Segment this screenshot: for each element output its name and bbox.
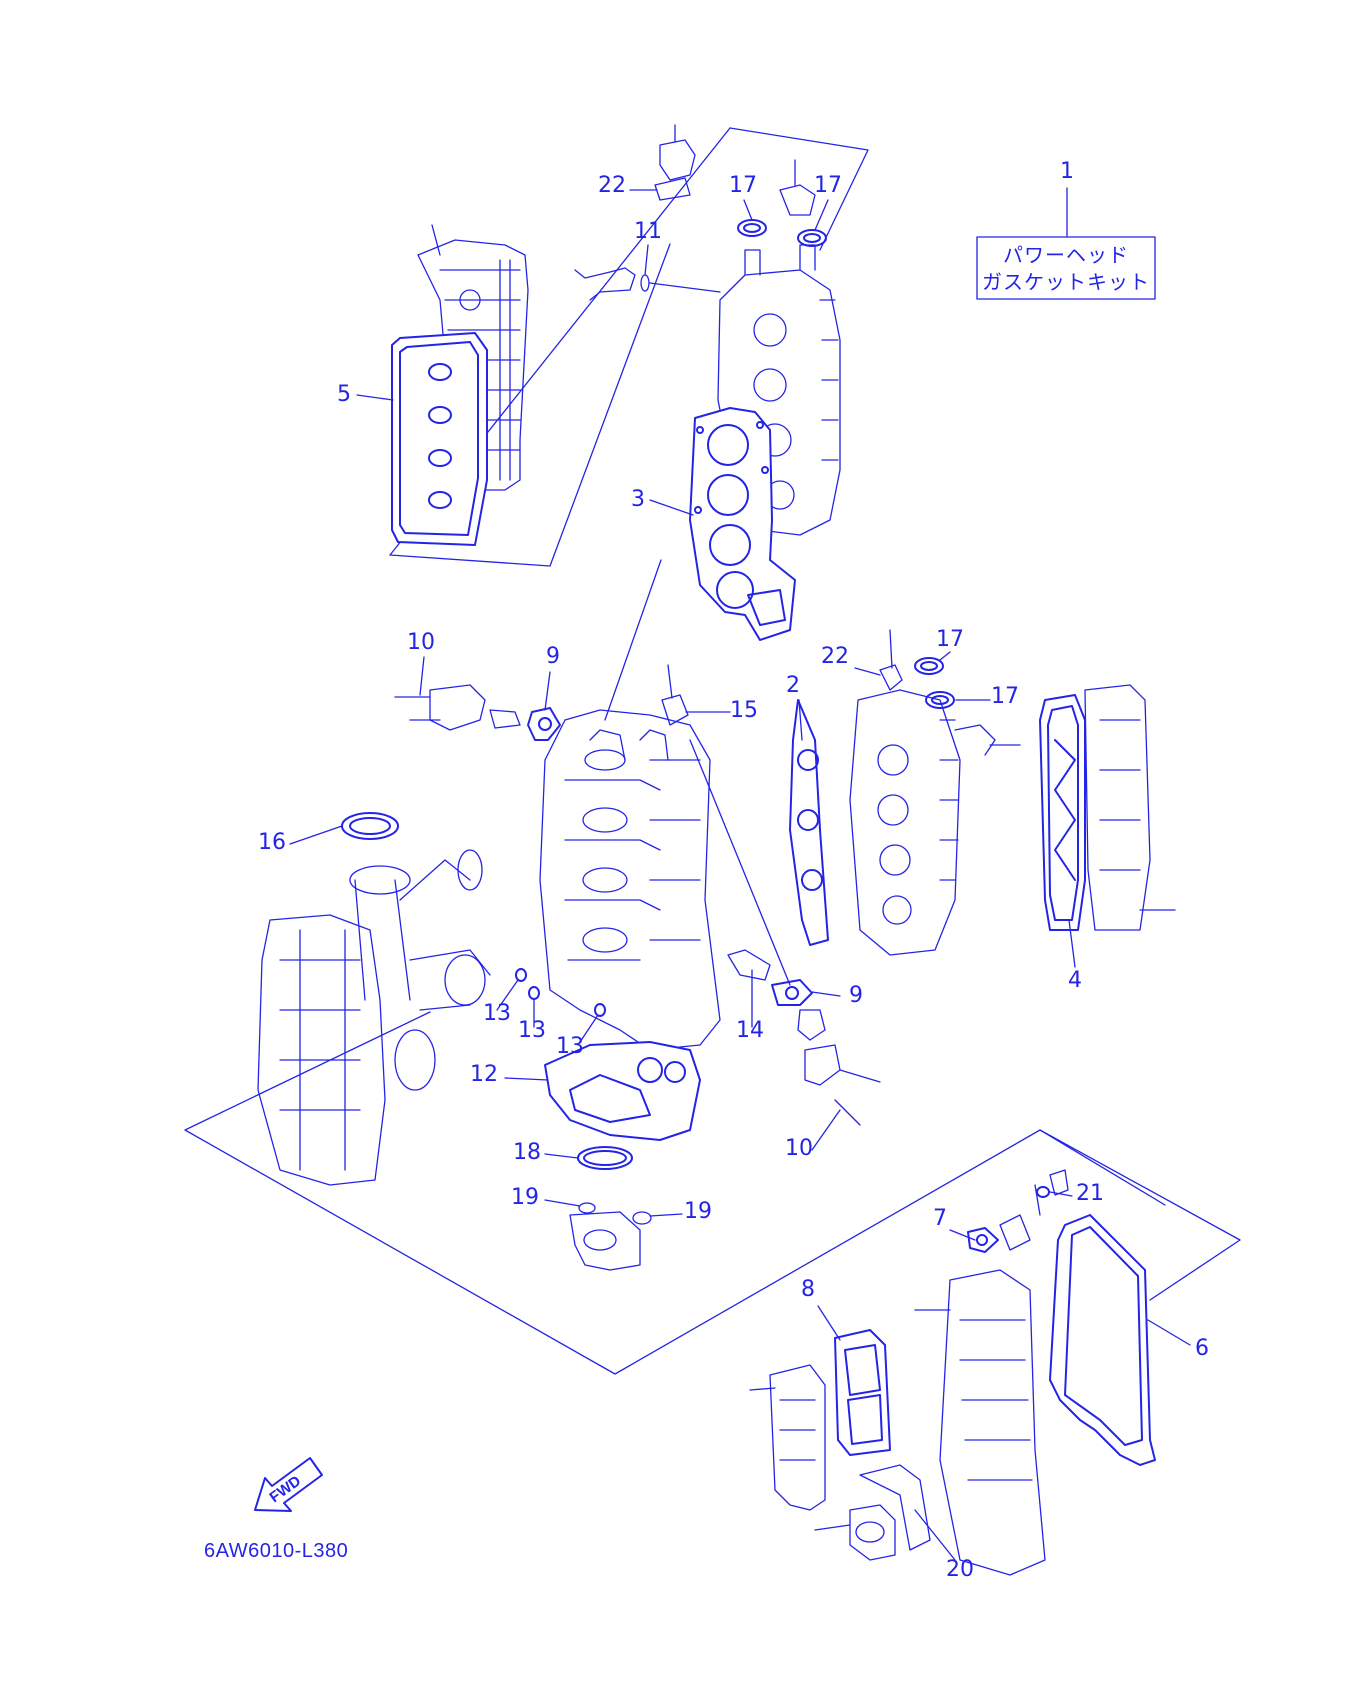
callout-c18: 18 — [513, 1140, 541, 1165]
callout-c17b: 17 — [814, 173, 842, 198]
callout-c2: 2 — [786, 673, 800, 698]
cover-right — [1084, 684, 1176, 931]
callout-c17a: 17 — [729, 173, 757, 198]
head-gasket-3 — [689, 407, 796, 641]
cylinder-head-middle-right — [849, 689, 1021, 956]
callout-c20: 20 — [946, 1557, 974, 1582]
bracket-15 — [661, 664, 689, 726]
callout-c8: 8 — [801, 1277, 815, 1302]
seal-16 — [341, 812, 399, 840]
callout-c21: 21 — [1076, 1181, 1104, 1206]
callout-c9a: 9 — [546, 644, 560, 669]
title-box: パワーヘッド ガスケットキット — [976, 236, 1156, 300]
callout-c22a: 22 — [598, 173, 626, 198]
callout-c16: 16 — [258, 830, 286, 855]
callout-c1: 1 — [1060, 159, 1074, 184]
callout-c3: 3 — [631, 487, 645, 512]
o-ring-21 — [1036, 1186, 1050, 1198]
thermostat-10-right — [797, 1009, 881, 1126]
plate-14 — [727, 949, 771, 981]
gasket-7 — [967, 1227, 999, 1253]
leader-lines — [289, 187, 1191, 1561]
exhaust-cover-lower — [914, 1169, 1069, 1576]
callout-c17c: 17 — [936, 627, 964, 652]
callout-c9b: 9 — [849, 983, 863, 1008]
o-ring-18 — [577, 1146, 633, 1170]
cover-gasket-4 — [1039, 694, 1086, 931]
callout-c10a: 10 — [407, 630, 435, 655]
cover-plate-8 — [749, 1364, 826, 1511]
crankcase-left — [257, 849, 491, 1186]
thermostat-top — [654, 124, 816, 216]
callout-c14: 14 — [736, 1018, 764, 1043]
water-pump-19 — [569, 1202, 652, 1271]
hose-fitting-11 — [574, 267, 721, 301]
title-box-line1: パワーヘッド — [1003, 243, 1129, 267]
callout-c22b: 22 — [821, 644, 849, 669]
callout-c13b: 13 — [518, 1018, 546, 1043]
callout-c7: 7 — [933, 1206, 947, 1231]
gasket-8 — [834, 1329, 891, 1456]
callout-c13c: 13 — [556, 1034, 584, 1059]
title-box-line2: ガスケットキット — [982, 270, 1150, 294]
callout-c17d: 17 — [991, 684, 1019, 709]
gasket-9-right — [771, 979, 813, 1006]
callout-c19a: 19 — [511, 1185, 539, 1210]
callout-c6: 6 — [1195, 1336, 1209, 1361]
valve-cover-gasket-5 — [391, 332, 488, 546]
gasket-6 — [1049, 1214, 1156, 1466]
callout-c11: 11 — [634, 219, 662, 244]
callout-c19b: 19 — [684, 1199, 712, 1224]
seals-17-top — [737, 219, 827, 247]
gasket-9-top — [527, 707, 561, 741]
callout-c15: 15 — [730, 698, 758, 723]
seals-17-middle — [914, 657, 955, 709]
callout-c10b: 10 — [785, 1136, 813, 1161]
o-rings-13 — [515, 968, 606, 1017]
callout-c13a: 13 — [483, 1001, 511, 1026]
engine-block-center — [539, 709, 721, 1051]
fwd-arrow-icon: FWD — [254, 1457, 323, 1512]
diagram-code: 6AW6010-L380 — [204, 1540, 348, 1562]
sensor-22-middle — [879, 629, 903, 691]
thermostat-10-left — [394, 684, 521, 731]
callout-c12: 12 — [470, 1062, 498, 1087]
callout-c5: 5 — [337, 382, 351, 407]
starter-20 — [814, 1464, 931, 1561]
callout-c4: 4 — [1068, 968, 1082, 993]
gasket-2 — [789, 699, 829, 946]
cylinder-gasket-12 — [544, 1041, 701, 1141]
